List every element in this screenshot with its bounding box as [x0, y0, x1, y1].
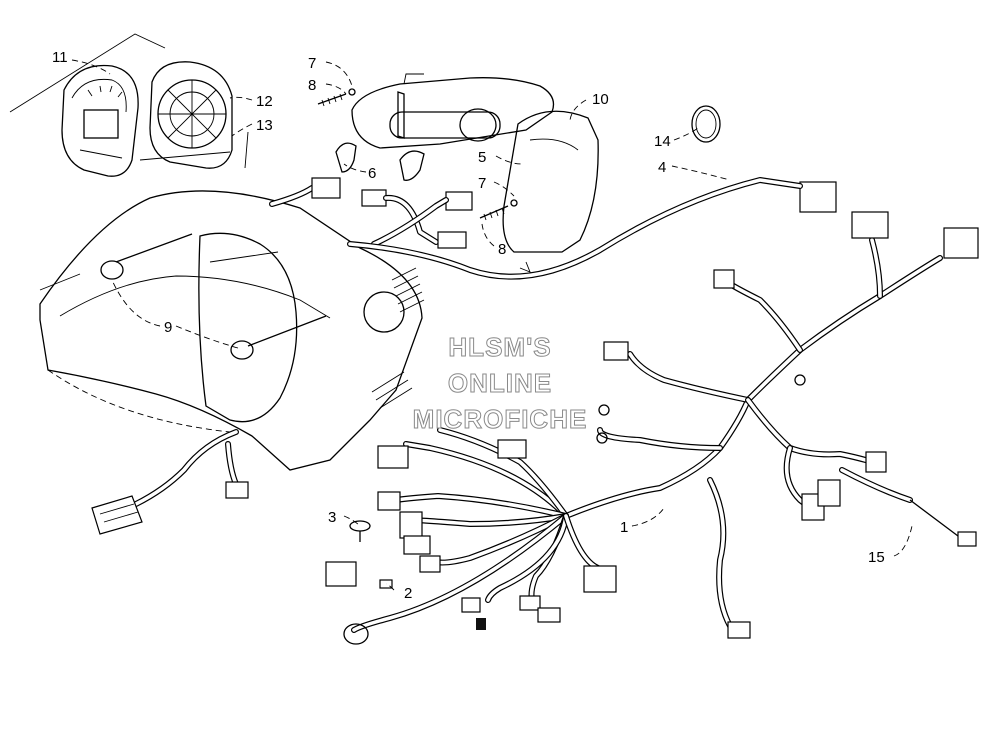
boots [335, 142, 425, 181]
bolts [100, 233, 327, 360]
sensor-15 [839, 467, 977, 547]
callout-2: 2 [404, 585, 412, 602]
callout-7a: 7 [308, 55, 316, 72]
callout-15: 15 [868, 549, 885, 566]
callout-1: 1 [620, 519, 628, 536]
harness-connectors [325, 181, 979, 645]
callout-6: 6 [368, 165, 376, 182]
watermark-line-2: ONLINE [448, 368, 552, 398]
callout-11: 11 [52, 49, 68, 66]
harness-4 [347, 177, 803, 280]
callout-13: 13 [256, 117, 273, 134]
callout-labels: 11 12 13 7 8 10 5 7 8 6 9 14 4 1 3 2 15 [52, 49, 885, 602]
callout-4: 4 [658, 159, 666, 176]
callout-8b: 8 [498, 241, 506, 258]
vent-grille [371, 267, 425, 409]
headlight-assembly [351, 73, 599, 273]
gauge-housing [149, 61, 233, 169]
left-lower-harness [91, 429, 249, 535]
gauge-group [9, 33, 249, 177]
leader-lines [71, 59, 913, 591]
callout-14: 14 [654, 133, 671, 150]
speedometer [61, 64, 139, 177]
cowl [39, 190, 425, 471]
watermark-line-1: HLSM'S [448, 332, 551, 362]
screws [317, 88, 518, 221]
callout-3: 3 [328, 509, 336, 526]
callout-10: 10 [592, 91, 609, 108]
callout-5: 5 [478, 149, 486, 166]
main-harness [351, 237, 943, 633]
watermark-line-3: MICROFICHE [413, 404, 588, 434]
callout-9: 9 [164, 319, 172, 336]
headlight-connectors [269, 177, 473, 249]
ring-14 [691, 105, 721, 143]
callout-7b: 7 [478, 175, 486, 192]
watermark: HLSM'S ONLINE MICROFICHE [412, 332, 588, 435]
callout-12: 12 [256, 93, 273, 110]
callout-8a: 8 [308, 77, 316, 94]
